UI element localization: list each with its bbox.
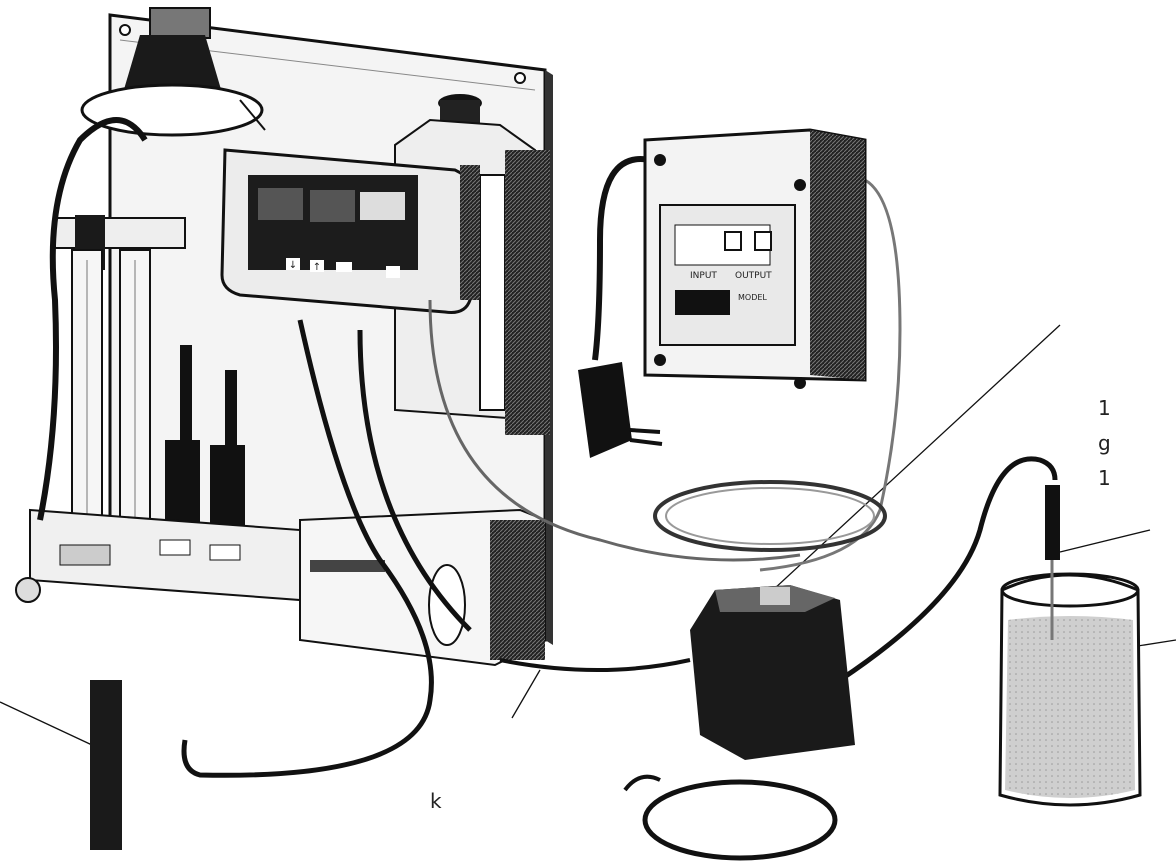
edge-marks: 1 g 1 k [430, 396, 1111, 813]
power-supply-box: INPUT OUTPUT MODEL [643, 128, 867, 389]
pump-unit [690, 585, 855, 760]
sensor-probes [165, 345, 245, 535]
controller-buttons: ↓ ↑ [286, 258, 400, 278]
power-plug [578, 362, 663, 458]
svg-text:OUTPUT: OUTPUT [735, 271, 772, 281]
svg-text:g: g [1098, 431, 1111, 455]
svg-text:↑: ↑ [313, 262, 321, 273]
svg-text:INPUT: INPUT [690, 271, 717, 281]
svg-text:1: 1 [1098, 466, 1111, 490]
sample-beaker [998, 485, 1142, 807]
svg-text:k: k [430, 789, 442, 813]
svg-text:MODEL: MODEL [738, 293, 767, 302]
cables [37, 117, 1058, 861]
svg-text:1: 1 [1098, 396, 1111, 420]
lower-manifold [15, 508, 301, 850]
svg-text:↓: ↓ [289, 260, 297, 271]
flow-column [54, 215, 186, 531]
controller-unit: ↓ ↑ [220, 148, 480, 314]
